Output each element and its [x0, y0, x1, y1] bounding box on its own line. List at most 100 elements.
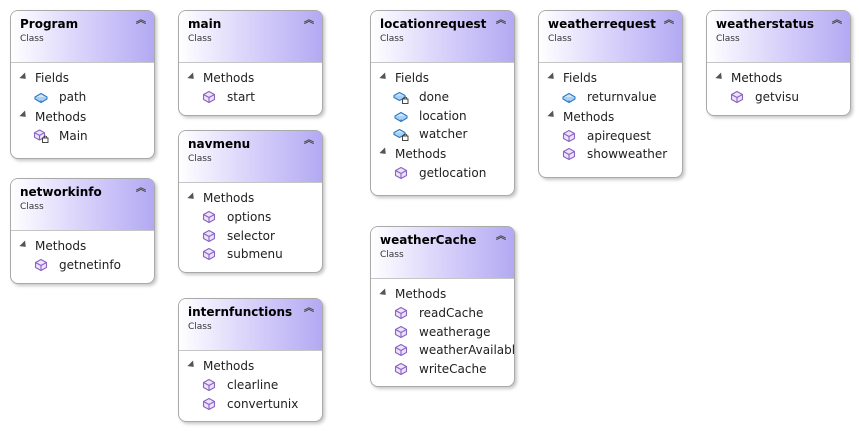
- collapse-chevron-icon[interactable]: ︽: [664, 15, 674, 26]
- class-name: Program: [20, 17, 79, 31]
- section-label: Methods: [563, 109, 615, 124]
- member-item[interactable]: options: [179, 208, 322, 227]
- section-header-methods[interactable]: Methods: [179, 68, 322, 88]
- member-item[interactable]: writeCache: [371, 360, 514, 379]
- section-header-methods[interactable]: Methods: [371, 284, 514, 304]
- member-item[interactable]: start: [179, 88, 322, 107]
- member-label: clearline: [227, 378, 279, 393]
- member-label: start: [227, 90, 255, 105]
- member-label: returnvalue: [587, 90, 657, 105]
- expand-triangle-icon[interactable]: [187, 191, 197, 202]
- member-item[interactable]: weatherAvailable: [371, 341, 514, 360]
- collapse-chevron-icon[interactable]: ︽: [832, 15, 842, 26]
- member-item[interactable]: clearline: [179, 376, 322, 395]
- expand-triangle-icon[interactable]: [187, 71, 197, 82]
- member-item[interactable]: weatherage: [371, 323, 514, 342]
- member-item[interactable]: getnetinfo: [11, 256, 154, 275]
- method-icon: [393, 306, 409, 320]
- member-item[interactable]: getlocation: [371, 164, 514, 183]
- class-kind: Class: [716, 34, 740, 44]
- expand-triangle-icon[interactable]: [715, 71, 725, 82]
- section-label: Methods: [203, 359, 255, 373]
- class-name: networkinfo: [20, 185, 102, 199]
- member-item[interactable]: path: [11, 88, 154, 107]
- member-label: location: [419, 108, 467, 123]
- section-header-methods[interactable]: Methods: [539, 107, 682, 127]
- section-header-methods[interactable]: Methods: [179, 188, 322, 208]
- expand-triangle-icon[interactable]: [19, 71, 29, 82]
- member-label: watcher: [419, 127, 468, 142]
- member-item[interactable]: getvisu: [707, 88, 850, 107]
- member-label: showweather: [587, 147, 668, 162]
- section-header-methods[interactable]: Methods: [11, 236, 154, 256]
- class-kind: Class: [188, 34, 212, 44]
- member-item[interactable]: selector: [179, 227, 322, 246]
- section-header-fields[interactable]: Fields: [371, 68, 514, 88]
- section-header-methods[interactable]: Methods: [11, 107, 154, 127]
- collapse-chevron-icon[interactable]: ︽: [496, 231, 506, 242]
- class-name: main: [188, 17, 222, 31]
- collapse-chevron-icon[interactable]: ︽: [304, 303, 314, 314]
- expand-triangle-icon[interactable]: [187, 359, 197, 370]
- section-header-methods[interactable]: Methods: [707, 68, 850, 88]
- class-kind: Class: [20, 34, 44, 44]
- expand-triangle-icon[interactable]: [19, 239, 29, 250]
- expand-triangle-icon[interactable]: [379, 147, 389, 157]
- expand-triangle-icon[interactable]: [379, 287, 389, 298]
- method-icon: [201, 229, 217, 243]
- class-kind: Class: [188, 322, 212, 332]
- member-item[interactable]: watcher: [371, 125, 514, 144]
- collapse-chevron-icon[interactable]: ︽: [304, 135, 314, 146]
- member-item[interactable]: submenu: [179, 245, 322, 264]
- section-header-methods[interactable]: Methods: [371, 144, 514, 164]
- class-name: weatherrequest: [548, 17, 656, 31]
- collapse-chevron-icon[interactable]: ︽: [136, 183, 146, 194]
- section-header-fields[interactable]: Fields: [11, 68, 154, 88]
- member-item[interactable]: convertunix: [179, 395, 322, 414]
- member-item[interactable]: returnvalue: [539, 88, 682, 107]
- section-header-fields[interactable]: Fields: [539, 68, 682, 88]
- class-kind: Class: [188, 154, 212, 164]
- expand-triangle-icon[interactable]: [379, 71, 389, 82]
- expand-triangle-icon[interactable]: [19, 110, 29, 120]
- member-item[interactable]: apirequest: [539, 127, 682, 146]
- member-item[interactable]: location: [371, 107, 514, 126]
- section-label: Fields: [563, 71, 597, 85]
- member-item[interactable]: showweather: [539, 145, 682, 164]
- member-label: Main: [59, 128, 88, 143]
- member-item[interactable]: Main: [11, 127, 154, 146]
- expand-triangle-icon[interactable]: [547, 71, 557, 82]
- member-label: getnetinfo: [59, 258, 121, 273]
- collapse-chevron-icon[interactable]: ︽: [496, 15, 506, 26]
- collapse-chevron-icon[interactable]: ︽: [136, 15, 146, 26]
- section-label: Methods: [395, 146, 447, 161]
- expand-triangle-icon[interactable]: [547, 110, 557, 120]
- member-label: apirequest: [587, 128, 651, 143]
- section-label: Fields: [35, 71, 69, 85]
- section-header-methods[interactable]: Methods: [179, 356, 322, 376]
- class-kind: Class: [548, 34, 572, 44]
- member-item[interactable]: readCache: [371, 304, 514, 323]
- collapse-chevron-icon[interactable]: ︽: [304, 15, 314, 26]
- member-item[interactable]: done: [371, 88, 514, 107]
